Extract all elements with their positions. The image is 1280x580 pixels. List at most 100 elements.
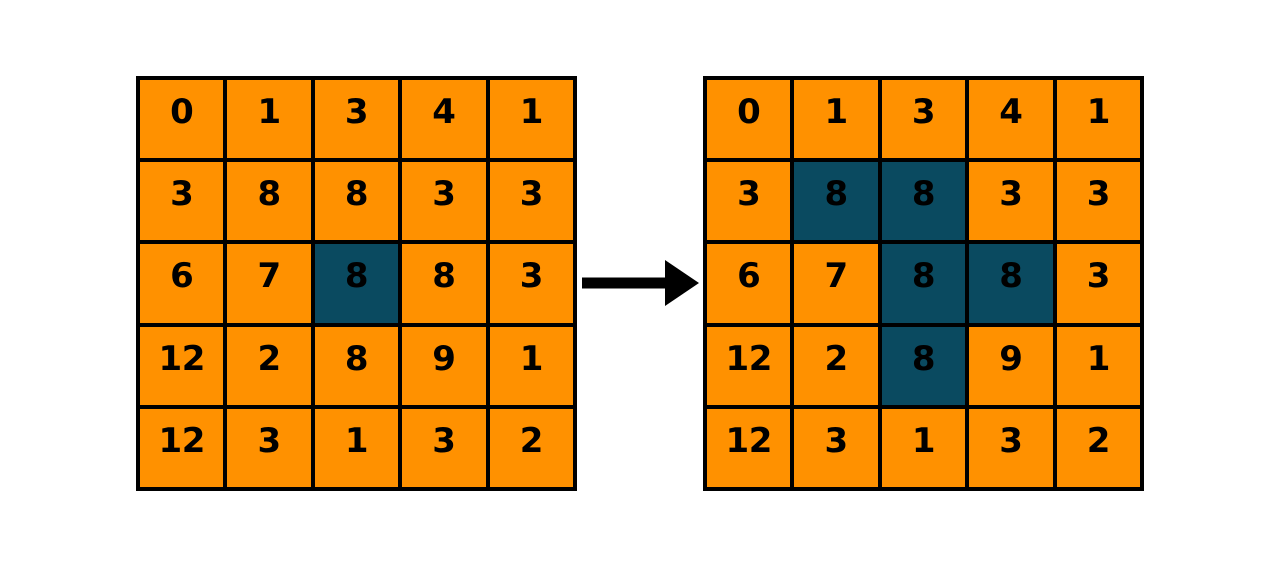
grid-cell-value: 8 [344, 174, 369, 215]
grid-cell-value: 3 [1086, 174, 1111, 215]
grid-cell-value: 12 [158, 338, 206, 379]
grid-cell-value: 3 [824, 420, 849, 461]
grid-cell[interactable]: 8 [881, 162, 966, 241]
grid-cell-value: 1 [824, 92, 849, 133]
grid-cell[interactable]: 1 [489, 326, 573, 405]
grid-cell-value: 3 [170, 174, 194, 215]
grid-cell[interactable]: 1 [314, 408, 399, 487]
grid-cell[interactable]: 3 [881, 80, 966, 159]
grid-cell[interactable]: 2 [227, 326, 311, 405]
grid-cell-value: 3 [257, 420, 282, 461]
grid-cell[interactable]: 1 [1056, 80, 1140, 159]
grid-cell[interactable]: 3 [794, 408, 878, 487]
grid-cell[interactable]: 6 [707, 244, 791, 323]
grid-cell-value: 3 [911, 92, 936, 133]
grid-cell-value: 8 [344, 256, 369, 297]
grid-cell-value: 12 [158, 420, 206, 461]
grid-cell[interactable]: 3 [402, 408, 486, 487]
grid-cell[interactable]: 8 [402, 244, 486, 323]
grid-cell[interactable]: 8 [227, 162, 311, 241]
grid-cell-value: 9 [432, 338, 456, 379]
grid-cell[interactable]: 3 [1056, 244, 1140, 323]
grid-cell-value: 1 [257, 92, 282, 133]
grid-cell-value: 8 [911, 174, 936, 215]
grid-cell-value: 6 [170, 256, 194, 297]
grid-cell-value: 3 [432, 420, 456, 461]
grid-cell[interactable]: 3 [707, 162, 791, 241]
grid-cell[interactable]: 8 [314, 244, 399, 323]
grid-cell[interactable]: 8 [314, 326, 399, 405]
grid-cell[interactable]: 3 [140, 162, 224, 241]
grid-cell-value: 1 [344, 420, 369, 461]
grid-cell[interactable]: 2 [489, 408, 573, 487]
grid-cell[interactable]: 9 [402, 326, 486, 405]
grid-cell-value: 4 [999, 92, 1023, 133]
grid-cell-value: 3 [519, 256, 544, 297]
grid-cell[interactable]: 3 [1056, 162, 1140, 241]
grid-cell-value: 0 [170, 92, 194, 133]
grid-cell-value: 8 [432, 256, 456, 297]
grid-cell[interactable]: 12 [140, 408, 224, 487]
grid-cell-value: 1 [1086, 338, 1111, 379]
grid-cell[interactable]: 9 [969, 326, 1053, 405]
grid-cell-value: 3 [519, 174, 544, 215]
grid-cell-value: 3 [999, 420, 1023, 461]
right-arrow-icon [580, 258, 702, 308]
grid-cell[interactable]: 3 [489, 162, 573, 241]
grid-cell[interactable]: 6 [140, 244, 224, 323]
grid-cell-value: 3 [737, 174, 761, 215]
grid-cell[interactable]: 0 [707, 80, 791, 159]
grid-cell-value: 8 [911, 338, 936, 379]
grid-cell[interactable]: 3 [969, 162, 1053, 241]
grid-cell-value: 1 [519, 338, 544, 379]
grid-cell[interactable]: 1 [227, 80, 311, 159]
grid-cell[interactable]: 3 [969, 408, 1053, 487]
grid-cell[interactable]: 1 [1056, 326, 1140, 405]
grid-cell[interactable]: 0 [140, 80, 224, 159]
grid-cell-value: 7 [824, 256, 849, 297]
grid-cell-value: 1 [1086, 92, 1111, 133]
grid-cell[interactable]: 3 [489, 244, 573, 323]
grid-cell-value: 3 [432, 174, 456, 215]
grid-cell[interactable]: 8 [881, 326, 966, 405]
grid-cell[interactable]: 8 [314, 162, 399, 241]
grid-cell[interactable]: 3 [227, 408, 311, 487]
grid-cell-value: 7 [257, 256, 282, 297]
grid-cell[interactable]: 8 [969, 244, 1053, 323]
grid-cell-value: 12 [725, 338, 773, 379]
grid-cell-value: 12 [725, 420, 773, 461]
grid-cell[interactable]: 12 [707, 408, 791, 487]
grid-cell[interactable]: 12 [140, 326, 224, 405]
grid-cell-value: 1 [519, 92, 544, 133]
grid-cell-value: 1 [911, 420, 936, 461]
grid-cell[interactable]: 3 [314, 80, 399, 159]
arrow-shape [582, 260, 699, 306]
grid-cell[interactable]: 1 [794, 80, 878, 159]
grid-cell-value: 9 [999, 338, 1023, 379]
grid-cell-value: 8 [824, 174, 849, 215]
grid-cell[interactable]: 4 [969, 80, 1053, 159]
grid-cell-value: 2 [824, 338, 849, 379]
grid-cell[interactable]: 7 [227, 244, 311, 323]
grid-cell[interactable]: 8 [881, 244, 966, 323]
grid-cell-value: 4 [432, 92, 456, 133]
grid-cell[interactable]: 1 [881, 408, 966, 487]
grid-cell-value: 3 [999, 174, 1023, 215]
grid-cell-value: 8 [999, 256, 1023, 297]
grid-cell[interactable]: 4 [402, 80, 486, 159]
grid-cell[interactable]: 8 [794, 162, 878, 241]
grid-cell[interactable]: 12 [707, 326, 791, 405]
grid-cell-value: 2 [257, 338, 282, 379]
grid-cell-value: 8 [911, 256, 936, 297]
grid-cell[interactable]: 2 [1056, 408, 1140, 487]
grid-cell-value: 2 [519, 420, 544, 461]
grid-cell-value: 2 [1086, 420, 1111, 461]
grid-cell[interactable]: 7 [794, 244, 878, 323]
grid-cell[interactable]: 1 [489, 80, 573, 159]
grid-cell[interactable]: 2 [794, 326, 878, 405]
grid-cell[interactable]: 3 [402, 162, 486, 241]
grid-cell-value: 0 [737, 92, 761, 133]
